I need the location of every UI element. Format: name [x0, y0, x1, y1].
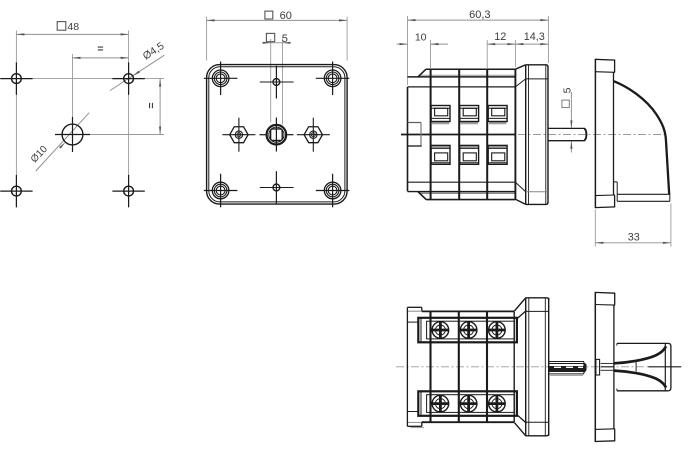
svg-text:48: 48	[67, 21, 79, 33]
svg-text:=: =	[97, 43, 103, 55]
svg-text:60: 60	[280, 10, 292, 22]
svg-text:60,3: 60,3	[469, 9, 490, 21]
svg-text:=: =	[146, 102, 158, 108]
svg-text:5: 5	[562, 87, 574, 93]
svg-text:Ø4,5: Ø4,5	[141, 40, 167, 63]
svg-text:5: 5	[282, 33, 288, 45]
svg-text:12: 12	[494, 31, 506, 43]
svg-text:33: 33	[628, 232, 640, 244]
svg-text:10: 10	[415, 31, 427, 43]
svg-text:Ø10: Ø10	[29, 144, 50, 166]
svg-text:14,3: 14,3	[524, 31, 545, 43]
